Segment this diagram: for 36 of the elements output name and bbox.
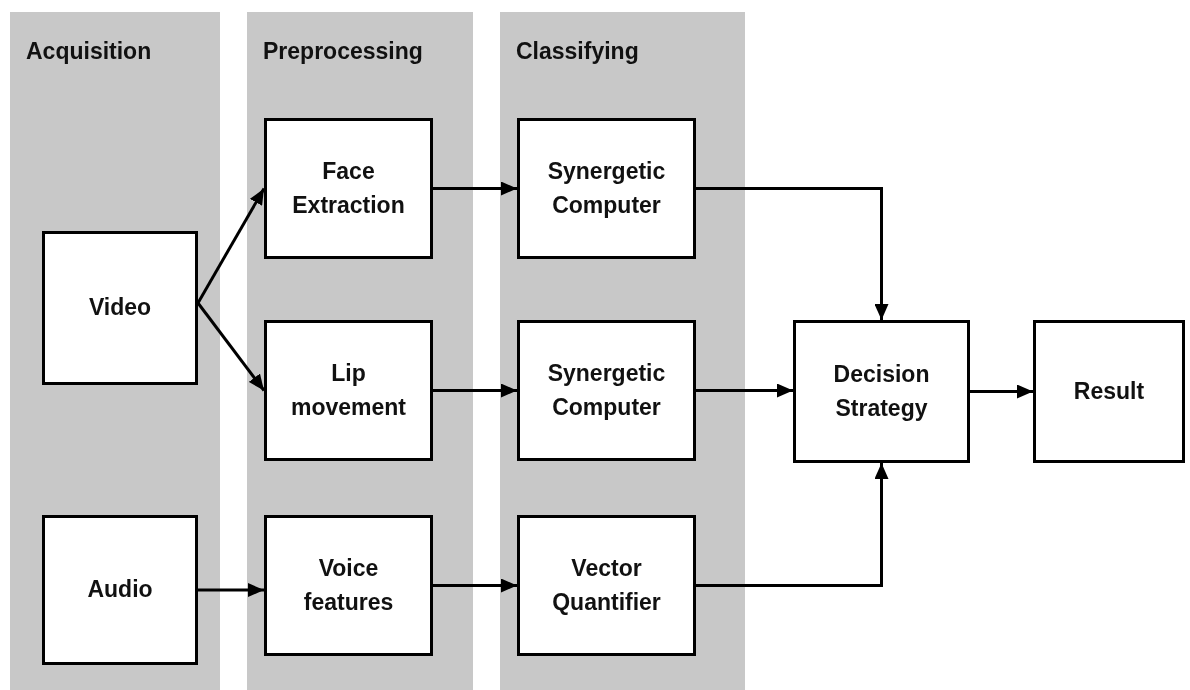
process-box	[517, 515, 696, 656]
stage-band	[10, 12, 220, 690]
box-label: Synergetic Computer	[546, 157, 667, 220]
process-box	[517, 320, 696, 461]
box-label: Vector Quantifier	[551, 554, 662, 617]
process-box	[517, 118, 696, 259]
box-label: Synergetic Computer	[546, 359, 667, 422]
stage-heading: Preprocessing	[263, 38, 423, 65]
box-label: Audio	[86, 575, 154, 605]
box-label: Result	[1072, 376, 1146, 406]
arrow	[196, 302, 266, 392]
arrow	[433, 578, 517, 593]
arrow	[696, 383, 793, 398]
process-box	[264, 515, 433, 656]
arrow	[696, 187, 889, 320]
box-label: Decision Strategy	[832, 360, 931, 423]
process-box	[42, 231, 198, 385]
arrow	[433, 383, 517, 398]
process-box	[1033, 320, 1185, 463]
box-label: Voice features	[302, 554, 395, 617]
arrow	[696, 463, 889, 587]
process-box	[264, 118, 433, 259]
arrow	[198, 583, 264, 597]
arrow	[970, 384, 1033, 399]
box-label: Lip movement	[289, 359, 407, 422]
process-box	[264, 320, 433, 461]
arrow	[433, 181, 517, 196]
process-box	[793, 320, 970, 463]
stage-heading: Classifying	[516, 38, 639, 65]
stage-band	[500, 12, 745, 690]
stage-band	[247, 12, 473, 690]
process-box	[42, 515, 198, 665]
arrow	[196, 187, 266, 304]
box-label: Video	[87, 293, 153, 323]
stage-heading: Acquisition	[26, 38, 152, 65]
box-label: Face Extraction	[291, 157, 406, 220]
